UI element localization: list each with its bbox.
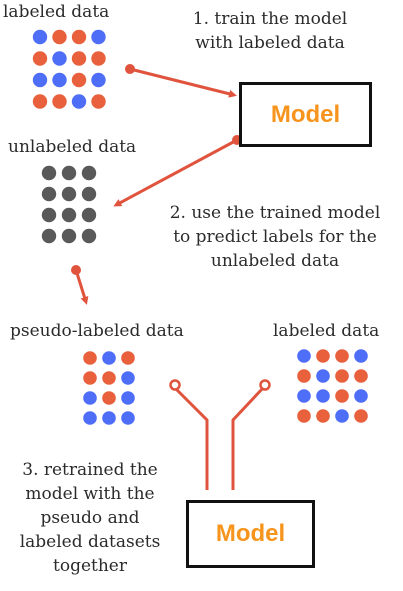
orange-dot <box>297 409 311 423</box>
model-label-top: Model <box>270 100 341 128</box>
blue-dot <box>297 349 311 363</box>
blue-dot <box>316 389 330 403</box>
gray-dot <box>41 228 57 244</box>
step-2-line-3: unlabeled data <box>210 251 340 271</box>
orange-dot <box>121 351 135 365</box>
blue-dot <box>52 51 67 66</box>
blue-dot <box>52 72 67 88</box>
blue-dot <box>83 391 97 405</box>
step-3-line-5: together <box>53 556 127 576</box>
blue-dot <box>297 389 311 403</box>
gray-dot <box>61 165 77 181</box>
gray-dot <box>81 228 97 244</box>
orange-dot <box>83 351 97 365</box>
unlabeled-data-label: unlabeled data <box>8 137 137 157</box>
step-3-text: 3. retrained the model with the pseudo a… <box>0 458 180 578</box>
gray-dot <box>41 165 57 181</box>
connector-left <box>173 386 209 490</box>
gray-dot <box>41 186 57 202</box>
blue-dot <box>354 349 368 363</box>
blue-dot <box>83 411 97 425</box>
gray-dot <box>61 186 77 202</box>
model-box-bottom: Model <box>186 500 315 568</box>
orange-dot <box>52 29 67 45</box>
blue-dot <box>71 94 87 109</box>
gray-dot <box>81 186 97 202</box>
model-label-bottom: Model <box>215 520 286 547</box>
blue-dot <box>32 72 48 88</box>
orange-dot <box>32 94 48 109</box>
blue-dot <box>121 371 135 385</box>
orange-dot <box>71 29 87 45</box>
pseudo-labeled-data-grid <box>83 351 135 425</box>
labeled-data-label-top: labeled data <box>3 2 110 22</box>
blue-dot <box>316 369 330 383</box>
step-3-line-3: pseudo and <box>40 508 140 528</box>
orange-dot <box>316 409 330 423</box>
orange-dot <box>354 409 368 423</box>
orange-dot <box>71 72 87 88</box>
arrow-3 <box>74 269 89 305</box>
labeled-data-grid-top <box>32 29 106 109</box>
labeled-data-grid-bottom <box>297 349 368 423</box>
orange-dot <box>102 371 116 385</box>
step-1-text: 1. train the model with labeled data <box>170 7 370 55</box>
orange-dot <box>83 371 97 385</box>
connector-right-ring <box>259 379 271 391</box>
orange-dot <box>335 349 349 363</box>
orange-dot <box>71 51 87 66</box>
blue-dot <box>102 411 116 425</box>
step-2-text: 2. use the trained model to predict labe… <box>150 201 400 273</box>
orange-dot <box>316 349 330 363</box>
blue-dot <box>91 29 106 45</box>
gray-dot <box>61 207 77 223</box>
blue-dot <box>354 389 368 403</box>
blue-dot <box>32 29 48 45</box>
orange-dot <box>297 369 311 383</box>
orange-dot <box>102 391 116 405</box>
step-2-line-1: 2. use the trained model <box>169 203 381 223</box>
blue-dot <box>121 411 135 425</box>
unlabeled-data-grid <box>41 165 97 244</box>
step-2-line-2: to predict labels for the <box>173 227 377 247</box>
arrow-1 <box>129 67 237 98</box>
gray-dot <box>61 228 77 244</box>
blue-dot <box>335 409 349 423</box>
gray-dot <box>41 207 57 223</box>
blue-dot <box>102 351 116 365</box>
blue-dot <box>121 391 135 405</box>
step-3-line-4: labeled datasets <box>19 532 161 552</box>
arrow-2 <box>113 138 238 207</box>
orange-dot <box>32 51 48 66</box>
connector-right <box>231 386 265 490</box>
step-3-line-1: 3. retrained the <box>22 460 158 480</box>
gray-dot <box>81 207 97 223</box>
orange-dot <box>335 369 349 383</box>
blue-dot <box>91 72 106 88</box>
step-1-line-2: with labeled data <box>195 33 345 53</box>
step-1-line-1: 1. train the model <box>192 9 348 29</box>
orange-dot <box>52 94 67 109</box>
pseudo-labeled-data-label: pseudo-labeled data <box>10 321 184 341</box>
step-3-line-2: model with the <box>25 484 155 504</box>
orange-dot <box>91 51 106 66</box>
model-box-top: Model <box>239 82 372 147</box>
gray-dot <box>81 165 97 181</box>
orange-dot <box>91 94 106 109</box>
labeled-data-label-bottom: labeled data <box>273 321 380 341</box>
orange-dot <box>335 389 349 403</box>
connector-left-ring <box>169 379 181 391</box>
orange-dot <box>354 369 368 383</box>
